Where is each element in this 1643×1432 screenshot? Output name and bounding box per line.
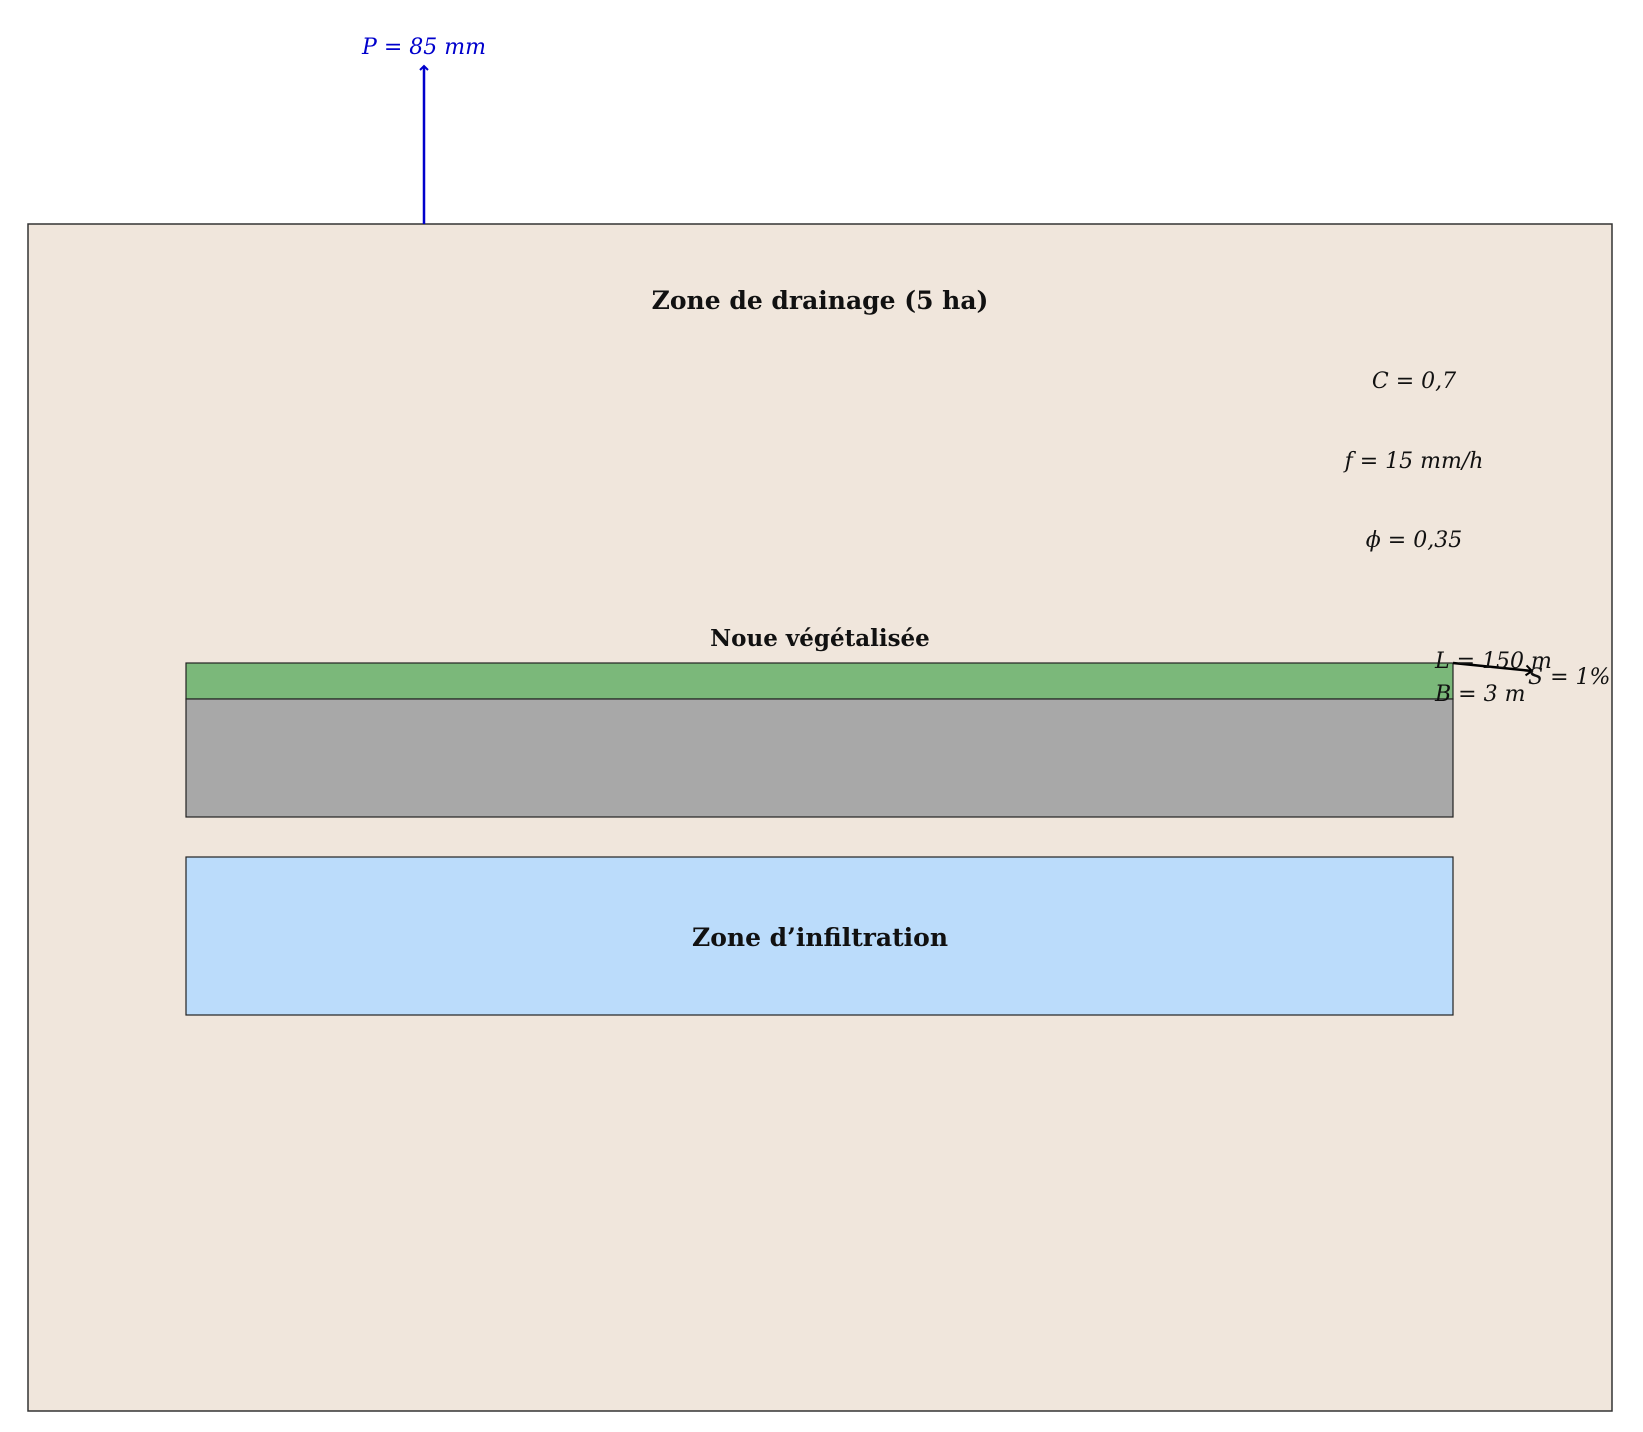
swale-length-label: L = 150 m bbox=[1434, 649, 1552, 674]
slope-arrow bbox=[1452, 661, 1534, 677]
swale-slope-label: S = 1% bbox=[1528, 665, 1610, 690]
swale-width-label: B = 3 m bbox=[1434, 682, 1525, 707]
infiltration-zone-title: Zone d’infiltration bbox=[692, 923, 948, 952]
drainage-zone-title: Zone de drainage (5 ha) bbox=[652, 286, 989, 315]
infiltration-rate-label: f = 15 mm/h bbox=[1343, 449, 1484, 474]
precipitation-label: P = 85 mm bbox=[361, 35, 486, 60]
infiltration-zone-area bbox=[185, 856, 1454, 1016]
swale-substrate-layer bbox=[185, 698, 1454, 818]
porosity-label: ϕ = 0,35 bbox=[1366, 528, 1462, 553]
runoff-coefficient-label: C = 0,7 bbox=[1372, 369, 1456, 394]
swale-vegetation-layer bbox=[185, 662, 1454, 700]
swale-title: Noue végétalisée bbox=[710, 625, 930, 652]
